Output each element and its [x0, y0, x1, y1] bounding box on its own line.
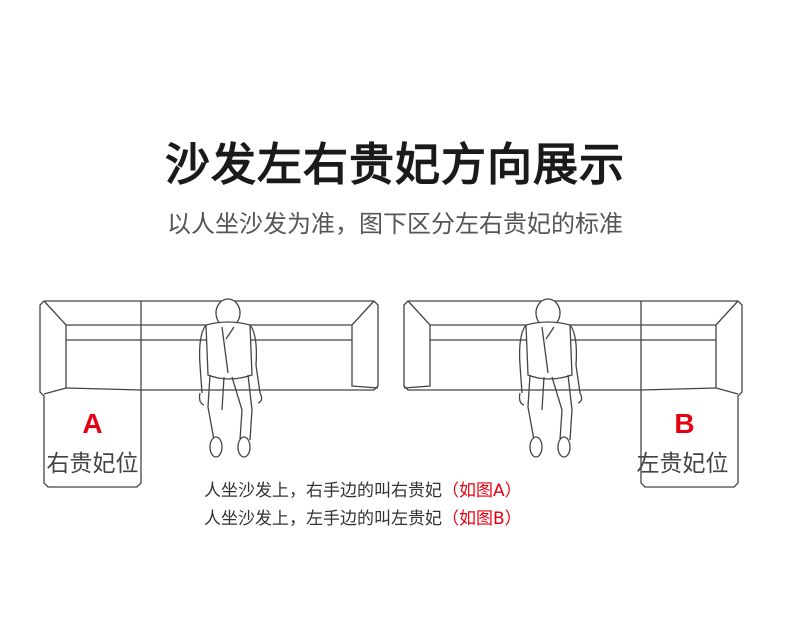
diagram-a-letter: A: [82, 408, 103, 439]
seated-person-a: [198, 298, 263, 458]
note-ref: （如图B）: [442, 509, 522, 529]
sofa-b: [403, 300, 743, 488]
diagram-b-label: 左贵妃位: [636, 451, 729, 477]
note-right-chaise: 人坐沙发上，右手边的叫右贵妃（如图A）: [204, 476, 522, 501]
diagram-a-label: 右贵妃位: [46, 451, 139, 477]
page-title: 沙发左右贵妃方向展示: [164, 138, 625, 191]
seated-person-b: [518, 298, 583, 458]
note-text: 人坐沙发上，右手边的叫右贵妃: [204, 481, 442, 501]
note-text: 人坐沙发上，左手边的叫左贵妃: [204, 509, 442, 529]
page-subtitle: 以人坐沙发为准，图下区分左右贵妃的标准: [167, 210, 623, 238]
note-ref: （如图A）: [442, 481, 522, 501]
diagram-b-letter: B: [674, 408, 695, 439]
note-left-chaise: 人坐沙发上，左手边的叫左贵妃（如图B）: [204, 504, 522, 529]
